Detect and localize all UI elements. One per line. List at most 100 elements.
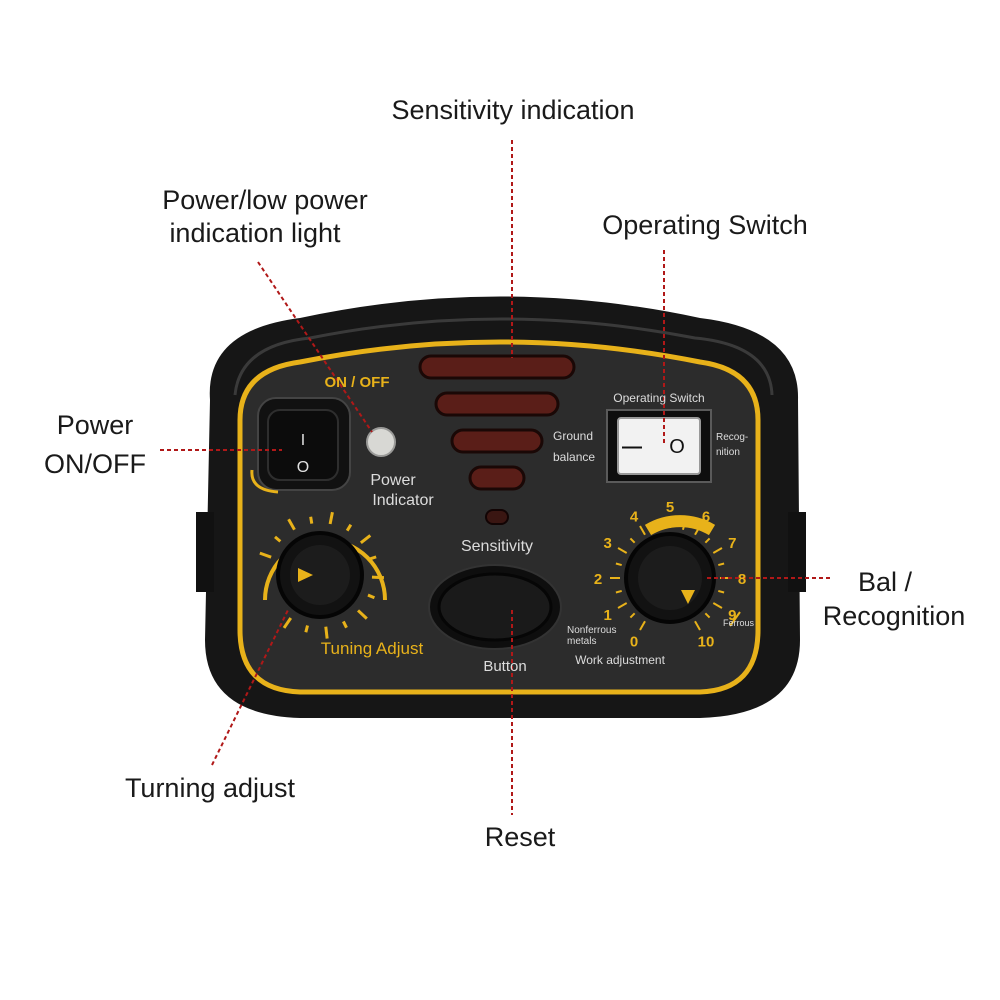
work-tick <box>694 620 701 631</box>
recognition-label-2: nition <box>716 447 740 458</box>
work-tick <box>704 612 711 619</box>
work-tick <box>712 602 723 609</box>
callout-power-line2: ON/OFF <box>44 449 146 479</box>
work-tick <box>681 523 686 530</box>
sensitivity-bar-4 <box>468 465 526 491</box>
tuning-knob-pointer <box>298 568 313 582</box>
nonferrous-label-2: metals <box>567 636 596 647</box>
work-scale-number: 3 <box>603 535 611 552</box>
callout-bal-line1: Bal / <box>857 567 913 597</box>
work-knob-pointer <box>681 590 695 604</box>
switch-on-symbol: O <box>669 436 685 458</box>
sensitivity-bar-2 <box>434 391 560 417</box>
work-scale-ticks <box>610 518 730 631</box>
switch-off-symbol: — <box>622 436 642 458</box>
work-tick <box>615 589 622 594</box>
work-tick <box>718 562 725 567</box>
power-indicator-label-1: Power <box>370 472 416 489</box>
tuning-adjust-label: Tuning Adjust <box>321 639 424 658</box>
tuning-tick <box>369 555 377 561</box>
work-tick <box>639 620 646 631</box>
power-led <box>366 427 396 457</box>
button-label: Button <box>483 658 526 675</box>
work-scale-arc <box>644 515 716 536</box>
callout-power-light-line1: Power/low power <box>162 185 368 215</box>
work-scale-number: 6 <box>702 509 710 526</box>
sensitivity-label: Sensitivity <box>461 538 533 555</box>
work-tick <box>629 612 636 619</box>
work-tick <box>617 602 628 609</box>
left-side-nub <box>196 512 214 592</box>
tuning-tick <box>357 609 368 620</box>
sensitivity-dot <box>485 509 509 525</box>
tuning-tick <box>371 575 385 580</box>
work-scale-number: 4 <box>630 509 639 526</box>
right-side-nub <box>788 512 806 592</box>
callout-operating-switch: Operating Switch <box>602 210 808 240</box>
ground-balance-label-1: Ground <box>553 429 593 443</box>
tuning-tick <box>309 516 314 524</box>
rocker-off-symbol: O <box>297 459 309 476</box>
work-scale-numbers: 0 1 2 3 4 5 6 7 8 9 10 <box>594 499 746 650</box>
housing-top-highlight <box>233 317 774 396</box>
work-tick <box>639 525 646 536</box>
tuning-tick <box>342 620 348 629</box>
work-scale-number: 10 <box>698 633 715 650</box>
work-tick <box>615 562 622 567</box>
ferrous-arrow <box>729 611 741 627</box>
nonferrous-label-1: Nonferrous <box>567 625 616 636</box>
tuning-tick <box>328 511 334 525</box>
callout-power-light-line2: indication light <box>169 218 341 248</box>
work-scale-number: 5 <box>666 499 674 516</box>
work-tick <box>694 525 701 536</box>
tuning-tick <box>359 534 372 545</box>
reset-button[interactable] <box>437 572 553 642</box>
work-tick <box>654 523 659 530</box>
work-tick <box>629 537 636 544</box>
work-scale-number: 2 <box>594 571 602 588</box>
tuning-tick <box>282 617 293 629</box>
work-tick <box>718 589 725 594</box>
tuning-tick <box>324 626 329 639</box>
tuning-tick <box>345 523 353 532</box>
work-tick <box>617 547 628 554</box>
work-adjustment-label: Work adjustment <box>575 653 665 667</box>
yellow-arc-left <box>250 469 279 494</box>
tuning-tick <box>304 625 309 633</box>
work-scale-number: 0 <box>630 633 638 650</box>
operating-switch[interactable] <box>617 417 701 475</box>
recognition-label-1: Recog- <box>716 432 748 443</box>
leader-turning <box>211 609 289 766</box>
tuning-knob-cap <box>290 545 350 605</box>
callout-reset: Reset <box>484 822 556 852</box>
sensitivity-bar-3 <box>450 428 544 454</box>
work-scale-number: 7 <box>728 535 736 552</box>
ferrous-label: Ferrous <box>723 618 755 628</box>
tuning-scale-ticks <box>259 511 385 639</box>
callout-sensitivity-indication: Sensitivity indication <box>391 95 635 125</box>
tuning-tick <box>287 518 296 531</box>
sensitivity-bar-1 <box>418 354 576 380</box>
leader-power-light <box>257 261 373 433</box>
work-scale-number: 8 <box>738 571 746 588</box>
callout-bal-line2: Recognition <box>822 601 966 631</box>
power-rocker-switch[interactable] <box>267 409 339 481</box>
on-off-label: ON / OFF <box>325 374 390 391</box>
tuning-tick <box>274 535 282 543</box>
rocker-on-symbol: I <box>301 432 305 449</box>
work-tick <box>712 547 723 554</box>
callout-turning-adjust: Turning adjust <box>124 773 296 803</box>
work-scale-number: 9 <box>728 607 736 624</box>
power-indicator-label-2: Indicator <box>372 492 434 509</box>
tuning-tick <box>259 551 272 559</box>
operating-switch-label: Operating Switch <box>613 391 704 405</box>
ground-balance-label-2: balance <box>553 450 595 464</box>
work-scale-number: 1 <box>603 607 611 624</box>
work-knob-cap <box>638 546 702 610</box>
leader-lines <box>160 140 830 815</box>
callout-power-line1: Power <box>56 410 134 440</box>
tuning-tick <box>367 593 376 600</box>
work-tick <box>704 537 711 544</box>
